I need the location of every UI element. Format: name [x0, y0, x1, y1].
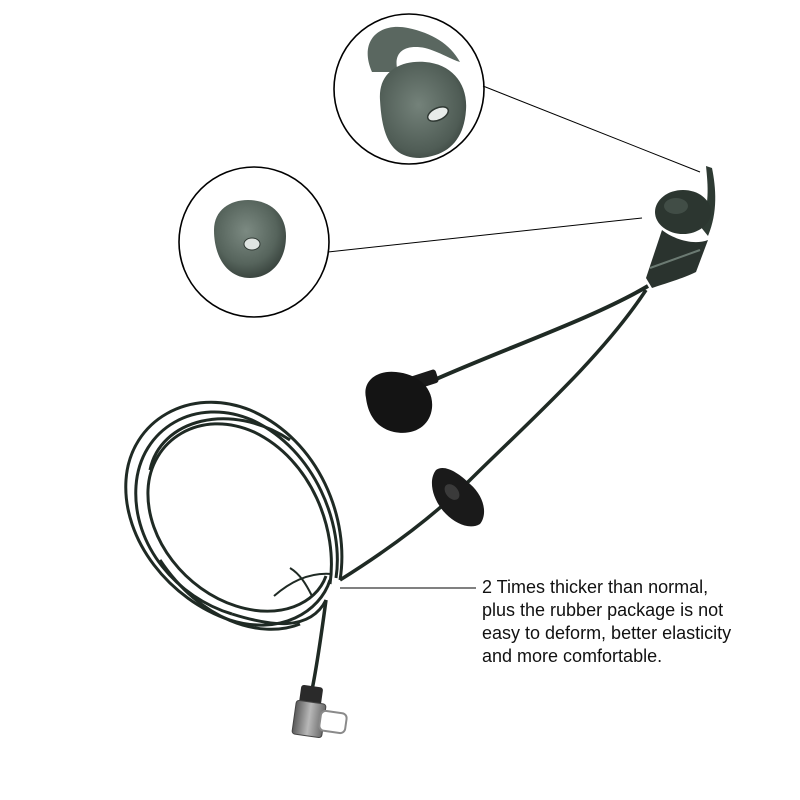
main-cable — [339, 289, 648, 582]
leader-line-hook — [482, 85, 701, 173]
cable-feature-callout: 2 Times thicker than normal, plus the ru… — [482, 576, 782, 668]
ear-tip-inset — [178, 166, 330, 318]
callout-line: 2 Times thicker than normal, — [482, 577, 709, 597]
ear-tip-icon — [214, 200, 286, 278]
coiled-cable — [124, 400, 344, 631]
mic-boom — [424, 284, 650, 386]
leader-line-tip — [327, 217, 643, 253]
foam-microphone — [365, 369, 439, 433]
earpiece — [646, 166, 716, 288]
cable-clip — [431, 467, 485, 527]
callout-line: and more comfortable. — [482, 646, 663, 666]
ear-hook-inset — [333, 13, 485, 165]
connector-cable — [310, 599, 328, 691]
callout-line: plus the rubber package is not — [482, 600, 724, 620]
ear-hook-tip-icon — [367, 26, 467, 158]
callout-line: easy to deform, better elasticity — [482, 623, 732, 643]
usb-c-connector — [291, 684, 348, 739]
